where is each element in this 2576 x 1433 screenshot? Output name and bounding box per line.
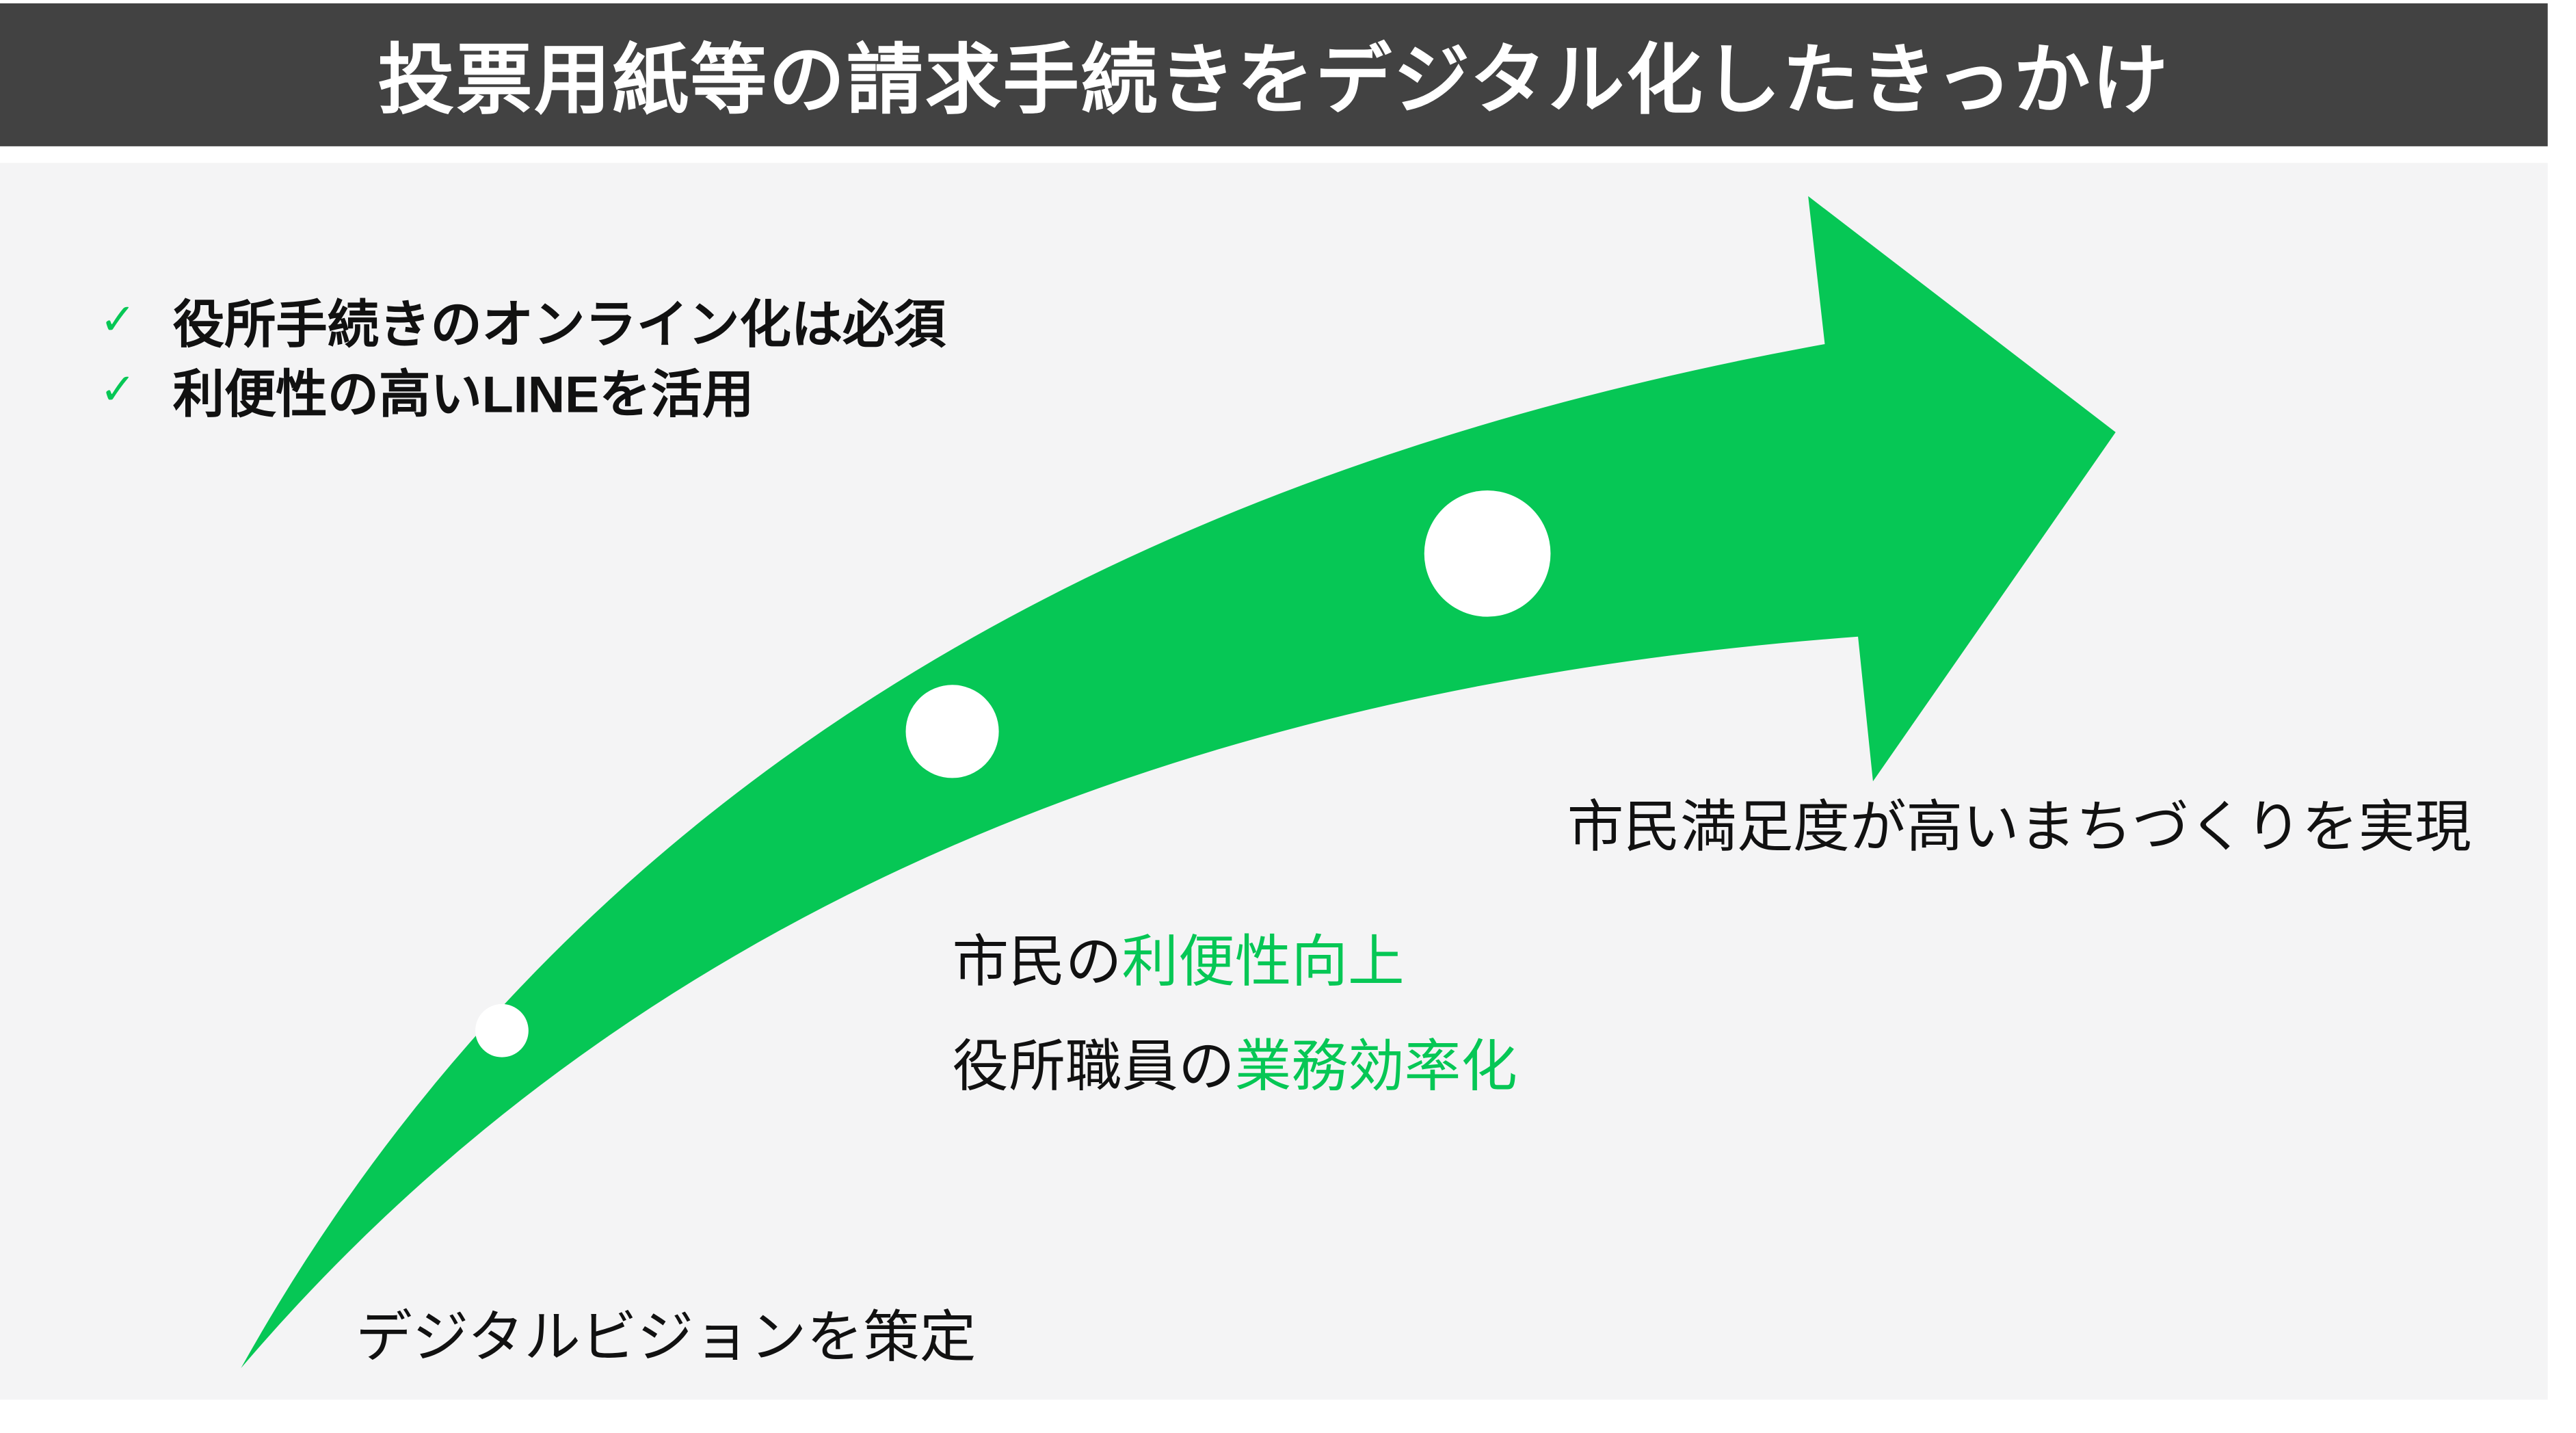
bullet-item: ✓ 役所手続きのオンライン化は必須 [100, 282, 946, 357]
step-2-line-1: 市民の利便性向上 [953, 916, 1405, 997]
check-icon: ✓ [99, 364, 136, 415]
step-2-line-2-prefix: 役所職員の [952, 1036, 1235, 1099]
milestone-dot-1 [475, 1003, 529, 1057]
step-2-line-1-accent: 利便性向上 [1121, 930, 1405, 995]
check-icon: ✓ [99, 294, 136, 345]
milestone-dot-3 [1424, 490, 1551, 617]
step-2-line-2-accent: 業務効率化 [1234, 1036, 1517, 1099]
milestone-dot-2 [905, 685, 999, 778]
bullet-text: 利便性の高いLINEを活用 [172, 365, 754, 424]
bullet-item: ✓ 利便性の高いLINEを活用 [100, 352, 754, 427]
slide-title: 投票用紙等の請求手続きをデジタル化したきっかけ [377, 36, 2170, 123]
step-1-label: デジタルビジョンを策定 [356, 1306, 977, 1370]
arrow-shape [241, 196, 2116, 1369]
step-2-line-1-prefix: 市民の [952, 930, 1122, 995]
content-panel [0, 163, 2548, 1400]
step-2-line-2: 役所職員の業務効率化 [953, 1021, 1517, 1102]
bullet-text: 役所手続きのオンライン化は必須 [172, 295, 946, 354]
title-bar: 投票用紙等の請求手続きをデジタル化したきっかけ [0, 3, 2548, 146]
step-3-label: 市民満足度が高いまちづくりを実現 [1567, 796, 2471, 860]
